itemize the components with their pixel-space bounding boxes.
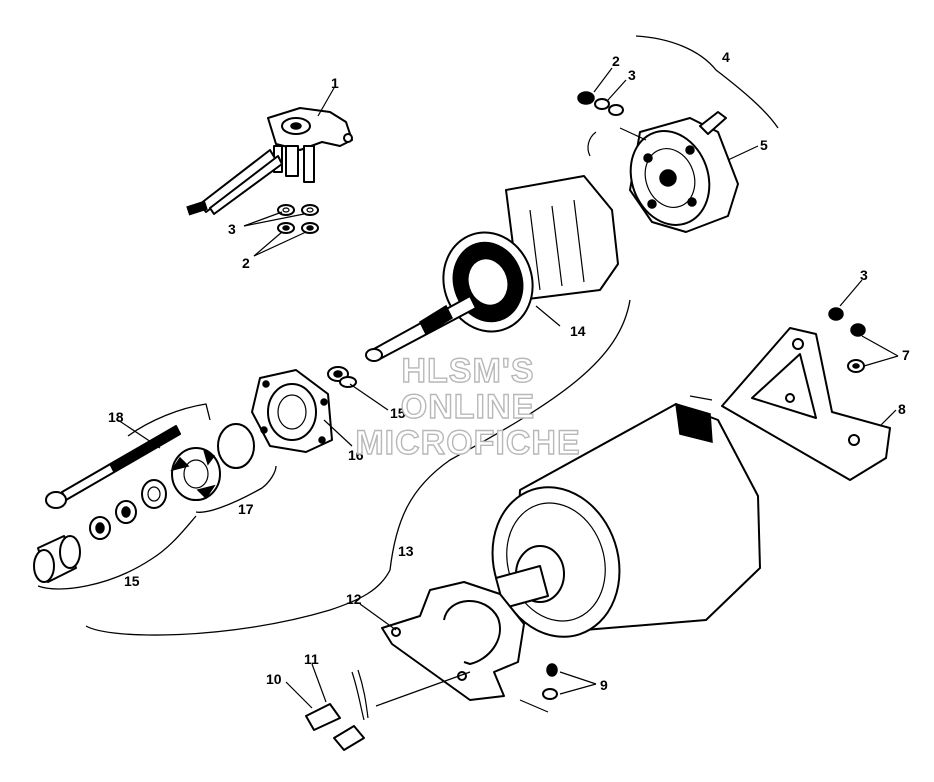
group-bracket-13 <box>85 299 631 636</box>
callout-1: 1 <box>331 75 339 91</box>
mounting-bracket-part <box>721 327 891 481</box>
washer-pair-center <box>327 366 357 388</box>
leader-3b2 <box>243 213 305 227</box>
callout-4: 4 <box>722 49 730 65</box>
callout-11: 11 <box>304 651 319 667</box>
leader-2a <box>593 67 613 93</box>
watermark-line-2: ONLINE <box>401 388 535 426</box>
leader-1 <box>317 87 335 117</box>
leader-18 <box>117 419 161 449</box>
callout-3: 3 <box>228 221 236 237</box>
leader-9a <box>559 671 597 685</box>
solenoid-part <box>186 107 353 216</box>
callout-3: 3 <box>628 67 636 83</box>
callout-10: 10 <box>266 671 282 687</box>
leader-3c <box>839 279 863 307</box>
nut-washer-right <box>828 307 866 373</box>
end-cap-part <box>587 111 739 233</box>
leader-14 <box>535 305 561 327</box>
motor-housing-part <box>491 395 761 638</box>
callout-13: 13 <box>398 543 414 559</box>
wire-lead-11 <box>333 669 369 751</box>
nut-and-washer-upper-right <box>577 91 624 116</box>
callout-2: 2 <box>242 255 250 271</box>
callout-7: 7 <box>902 347 910 363</box>
callout-17: 17 <box>238 501 254 517</box>
leader-15a <box>349 383 389 411</box>
watermark-line-1: HLSM'S <box>401 352 534 390</box>
callout-18: 18 <box>108 409 124 425</box>
leader-9b <box>559 683 597 695</box>
group-bracket-15-lower <box>37 515 197 590</box>
callout-9: 9 <box>600 677 608 693</box>
through-bolt-part <box>45 424 181 509</box>
watermark-line-3: MICROFICHE <box>355 424 580 462</box>
bolt-part-10 <box>305 703 341 731</box>
leader-3b1 <box>243 211 283 227</box>
leader-7b <box>863 355 899 367</box>
callout-16: 16 <box>348 447 364 463</box>
leader-2b2 <box>253 231 307 257</box>
group-bracket-18 <box>127 403 211 437</box>
leader-5 <box>727 145 759 161</box>
leader-3a <box>607 79 627 101</box>
callout-8: 8 <box>898 401 906 417</box>
leader-16 <box>323 419 353 447</box>
callout-15: 15 <box>390 405 406 421</box>
group-bracket-17 <box>195 465 277 513</box>
callout-3: 3 <box>860 267 868 283</box>
leader-12 <box>359 603 397 631</box>
callout-5: 5 <box>760 137 768 153</box>
leader-8 <box>879 409 897 427</box>
callout-2: 2 <box>612 53 620 69</box>
group-bracket-4 <box>635 35 779 129</box>
bolt-and-washer-9 <box>542 663 558 700</box>
armature-part <box>365 175 619 362</box>
drive-gear-part <box>170 423 255 501</box>
callout-15: 15 <box>124 573 140 589</box>
leader-7a <box>861 335 899 357</box>
washer-set-upper-left <box>277 204 319 234</box>
leader-2b1 <box>253 231 283 257</box>
leader-11 <box>311 663 327 703</box>
spacer-stack-part <box>33 479 167 583</box>
drive-end-plate-part <box>251 369 333 453</box>
leader-10 <box>285 681 313 709</box>
leader-right-lower <box>519 699 549 713</box>
leader-bottom <box>375 671 471 707</box>
callout-12: 12 <box>346 591 362 607</box>
callout-14: 14 <box>570 323 586 339</box>
lower-bracket-part <box>381 581 525 701</box>
